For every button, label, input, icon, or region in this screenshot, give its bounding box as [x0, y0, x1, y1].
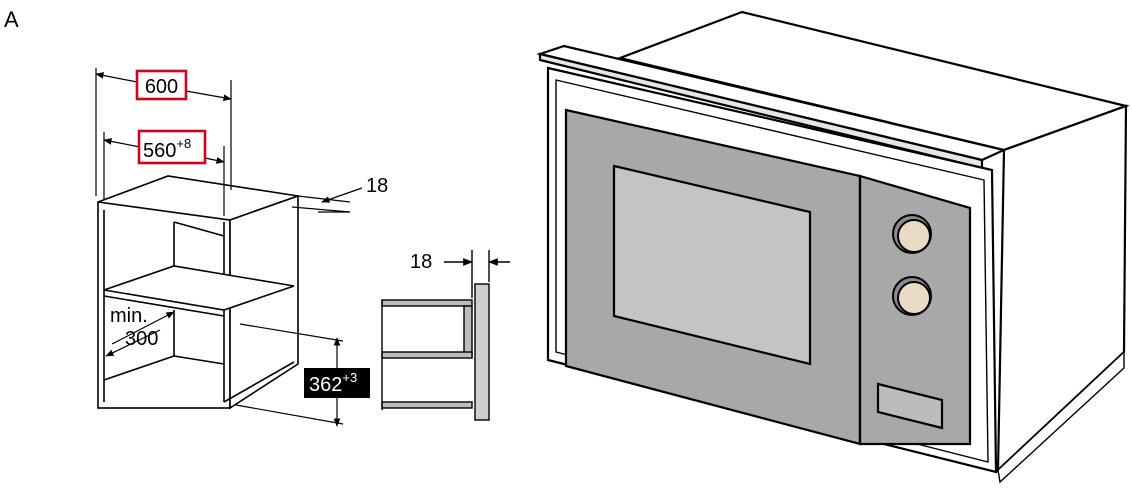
dimension-overall-width: [95, 68, 232, 196]
opening-height-badge: [304, 368, 370, 398]
opening-height-tolerance: +3: [342, 370, 357, 385]
opening-height-number: 362: [309, 374, 342, 396]
opening-height-value: 362+3: [309, 370, 357, 396]
overall-width-value: 600: [145, 76, 178, 98]
inner-width-value: 560+8: [143, 136, 191, 162]
side-profile-detail-drawing: [381, 250, 510, 421]
min-depth-arrow: [105, 311, 175, 357]
inner-width-tolerance: +8: [176, 136, 191, 151]
inner-width-number: 560: [143, 140, 176, 162]
dimension-side-thickness-top: [291, 187, 363, 213]
min-label: min.: [110, 305, 148, 327]
inner-width-highlight-box: [137, 129, 207, 165]
overall-width-highlight-box: [135, 69, 188, 101]
knob-icon: [892, 214, 932, 254]
side-thickness-top-value: 18: [366, 175, 388, 197]
dimension-inner-width: [103, 132, 225, 216]
side-thickness-detail-value: 18: [410, 251, 432, 273]
installation-niche-drawing: [97, 175, 299, 410]
knob-icon: [892, 276, 932, 316]
figure-label: A: [4, 7, 19, 32]
microwave-drawing: [536, 10, 1130, 484]
